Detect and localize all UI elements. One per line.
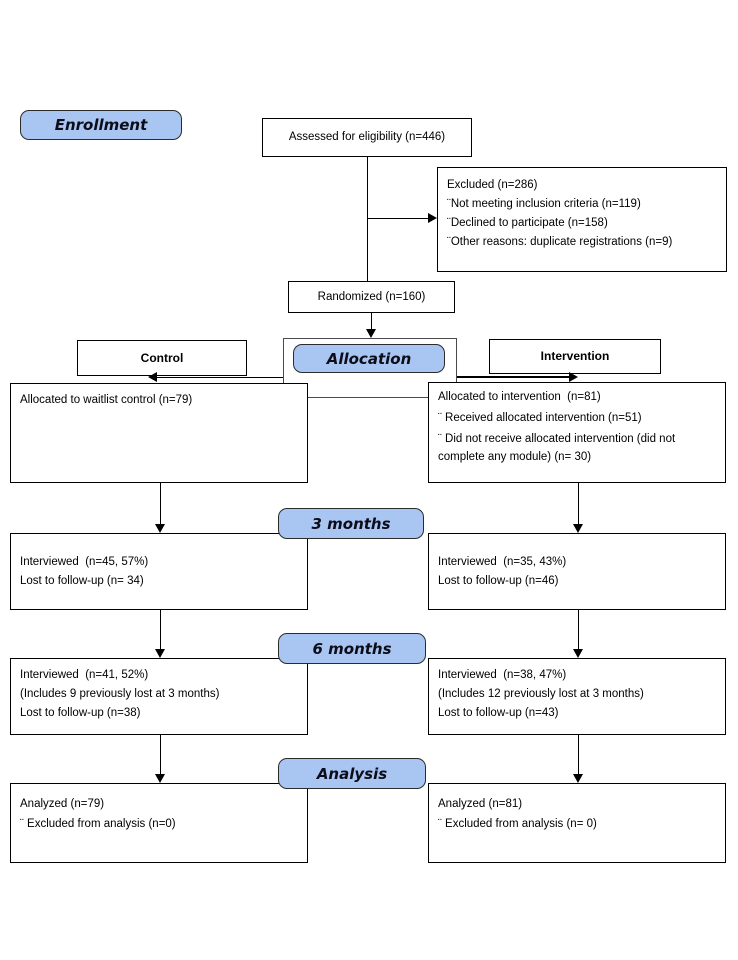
followup-text: Lost to follow-up (n= 34) — [20, 574, 144, 587]
followup-text: Interviewed (n=38, 47%) — [438, 669, 567, 681]
control-group-header: Control — [77, 340, 247, 376]
connector-assessed-to-randomized — [367, 157, 368, 281]
randomized-text: Randomized (n=160) — [317, 290, 426, 303]
assessed-for-eligibility-box: Assessed for eligibility (n=446) — [262, 118, 472, 157]
arrow-right-icon — [428, 213, 437, 223]
followup-text: Interviewed (n=35, 43%) — [438, 555, 567, 568]
arrow-down-icon — [573, 524, 583, 533]
intervention-allocation-box: Allocated to intervention (n=81) ¨ Recei… — [428, 382, 726, 483]
arrow-down-icon — [366, 329, 376, 338]
stage-label-6-months: 6 months — [278, 633, 426, 664]
allocation-text: Allocated to intervention (n=81) — [438, 391, 601, 403]
excluded-reason: ¨Other reasons: duplicate registrations … — [447, 236, 673, 248]
analysis-text: Analyzed (n=79) — [20, 798, 105, 810]
analysis-text: ¨ Excluded from analysis (n= 0) — [438, 818, 597, 830]
stage-label-enrollment: Enrollment — [20, 110, 182, 140]
connector-control-to-analysis — [160, 735, 161, 775]
followup-text: Interviewed (n=41, 52%) — [20, 669, 149, 681]
stage-label-analysis: Analysis — [278, 758, 426, 789]
randomized-box: Randomized (n=160) — [288, 281, 455, 313]
arrow-right-icon — [569, 372, 578, 382]
followup-text: Lost to follow-up (n=43) — [438, 707, 559, 719]
intervention-6-months-box: Interviewed (n=38, 47%) (Includes 12 pre… — [428, 658, 726, 735]
arrow-down-icon — [155, 774, 165, 783]
connector-control-to-3m — [160, 483, 161, 525]
control-allocation-box: Allocated to waitlist control (n=79) — [10, 383, 308, 483]
followup-text: Lost to follow-up (n=38) — [20, 707, 141, 719]
excluded-reason: ¨Declined to participate (n=158) — [447, 217, 608, 229]
control-analysis-box: Analyzed (n=79) ¨ Excluded from analysis… — [10, 783, 308, 863]
arrow-down-icon — [155, 649, 165, 658]
connector-control-to-6m — [160, 610, 161, 650]
arrow-down-icon — [573, 774, 583, 783]
analysis-text: ¨ Excluded from analysis (n=0) — [20, 818, 176, 830]
excluded-reason: ¨Not meeting inclusion criteria (n=119) — [447, 198, 641, 210]
analysis-text: Analyzed (n=81) — [438, 798, 523, 810]
control-6-months-box: Interviewed (n=41, 52%) (Includes 9 prev… — [10, 658, 308, 735]
connector-randomized-to-allocation — [371, 313, 372, 330]
followup-text: Lost to follow-up (n=46) — [438, 574, 559, 587]
connector-intervention-to-3m — [578, 483, 579, 525]
arrow-down-icon — [573, 649, 583, 658]
excluded-total: Excluded (n=286) — [447, 179, 538, 191]
followup-text: (Includes 12 previously lost at 3 months… — [438, 688, 644, 700]
intervention-analysis-box: Analyzed (n=81) ¨ Excluded from analysis… — [428, 783, 726, 863]
arrow-down-icon — [155, 524, 165, 533]
intervention-group-header: Intervention — [489, 339, 661, 374]
connector-intervention-to-analysis — [578, 735, 579, 775]
followup-text: (Includes 9 previously lost at 3 months) — [20, 688, 220, 700]
intervention-3-months-box: Interviewed (n=35, 43%) Lost to follow-u… — [428, 533, 726, 610]
arrow-left-icon — [148, 372, 157, 382]
excluded-box: Excluded (n=286) ¨Not meeting inclusion … — [437, 167, 727, 272]
allocation-detail: ¨ Received allocated intervention (n=51) — [438, 412, 642, 424]
followup-text: Interviewed (n=45, 57%) — [20, 555, 149, 568]
control-3-months-box: Interviewed (n=45, 57%) Lost to follow-u… — [10, 533, 308, 610]
connector-allocation-to-control — [157, 377, 283, 378]
stage-label-allocation: Allocation — [293, 344, 445, 373]
allocation-detail: ¨ Did not receive allocated intervention… — [438, 433, 679, 463]
connector-to-excluded — [368, 218, 429, 219]
connector-intervention-to-6m — [578, 610, 579, 650]
connector-allocation-to-intervention — [457, 376, 569, 378]
stage-label-3-months: 3 months — [278, 508, 424, 539]
allocation-text: Allocated to waitlist control (n=79) — [20, 394, 193, 406]
assessed-text: Assessed for eligibility (n=446) — [288, 131, 446, 143]
